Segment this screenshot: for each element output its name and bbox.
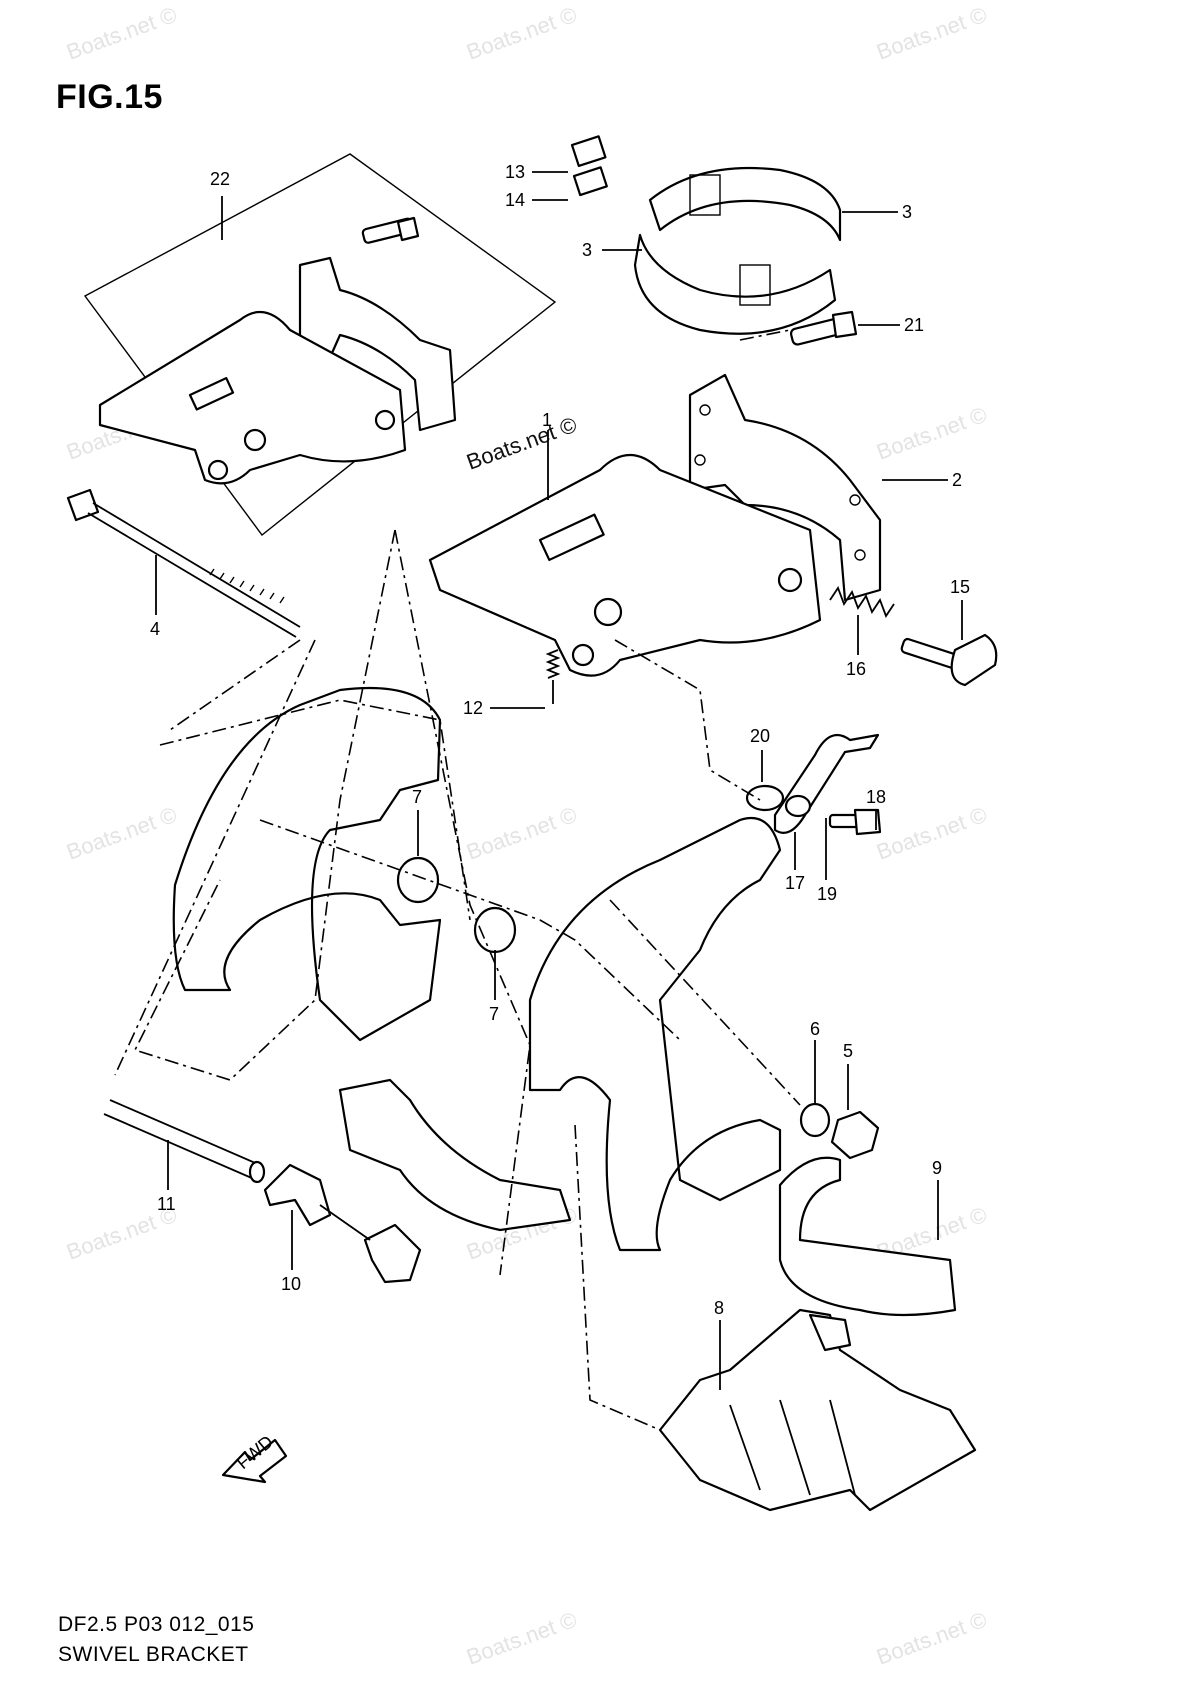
part-2-clamp-bracket bbox=[688, 373, 882, 602]
left-stern-bracket bbox=[172, 686, 442, 1042]
callout-13: 13 bbox=[505, 162, 525, 182]
watermark: Boats.net © bbox=[63, 802, 180, 865]
part-21-bolt bbox=[789, 310, 858, 346]
callout-22: 22 bbox=[210, 169, 230, 189]
bolt-hole bbox=[854, 549, 866, 561]
assembly-guide-lines bbox=[114, 329, 801, 1431]
callout-1: 1 bbox=[542, 410, 552, 430]
part-7-washer bbox=[396, 856, 440, 904]
bolt-hole bbox=[694, 454, 706, 466]
part-12-spring bbox=[545, 649, 561, 704]
part-3-bushing bbox=[633, 166, 842, 335]
watermark-primary: Boats.net © bbox=[463, 412, 580, 475]
callout-3-lower: 3 bbox=[582, 240, 592, 260]
bolt-hole bbox=[699, 404, 711, 416]
callout-4: 4 bbox=[150, 619, 160, 639]
diagram-name: SWIVEL BRACKET bbox=[58, 1643, 249, 1666]
transom-clamp-piece bbox=[338, 1078, 572, 1232]
callout-21: 21 bbox=[904, 315, 924, 335]
callout-3-upper: 3 bbox=[902, 202, 912, 222]
part-10-tilt-lock bbox=[263, 1163, 422, 1284]
callout-18: 18 bbox=[866, 787, 886, 807]
watermark: Boats.net © bbox=[463, 2, 580, 65]
callout-20: 20 bbox=[750, 726, 770, 746]
callout-7-lower: 7 bbox=[489, 1004, 499, 1024]
right-stern-bracket bbox=[528, 816, 782, 1252]
callout-17: 17 bbox=[785, 873, 805, 893]
part-20-ring bbox=[745, 784, 785, 812]
fwd-arrow-icon: FWD bbox=[221, 1431, 288, 1484]
part-15-thumb-screw bbox=[900, 633, 998, 687]
bolt-hole bbox=[849, 494, 861, 506]
callout-7-upper: 7 bbox=[412, 787, 422, 807]
part-4-long-bolt bbox=[66, 488, 301, 638]
callout-15: 15 bbox=[950, 577, 970, 597]
watermark: Boats.net © bbox=[63, 2, 180, 65]
watermark: Boats.net © bbox=[873, 1607, 990, 1670]
callout-6: 6 bbox=[810, 1019, 820, 1039]
callout-5: 5 bbox=[843, 1041, 853, 1061]
watermark: Boats.net © bbox=[873, 2, 990, 65]
callout-11: 11 bbox=[157, 1194, 176, 1214]
part-14-pad bbox=[572, 166, 608, 197]
callout-9: 9 bbox=[932, 1158, 942, 1178]
part-13-pad bbox=[570, 135, 607, 168]
callout-10: 10 bbox=[281, 1274, 301, 1294]
callout-labels: 22 13 14 3 3 21 1 2 15 16 4 12 20 18 17 … bbox=[150, 162, 970, 1318]
callout-12: 12 bbox=[463, 698, 483, 718]
callout-19: 19 bbox=[817, 884, 837, 904]
part-5-nut bbox=[830, 1110, 880, 1160]
part-9-rod-holder bbox=[778, 1156, 957, 1317]
watermark: Boats.net © bbox=[463, 802, 580, 865]
diagram-code: DF2.5 P03 012_015 bbox=[58, 1613, 255, 1636]
part-16-spring bbox=[829, 586, 895, 618]
part-19-washer bbox=[784, 794, 812, 818]
watermark: Boats.net © bbox=[873, 402, 990, 465]
part-1-swivel-case bbox=[428, 454, 822, 677]
figure-title: FIG.15 bbox=[56, 78, 163, 116]
part-6-washer bbox=[799, 1102, 831, 1138]
callout-16: 16 bbox=[846, 659, 866, 679]
callout-14: 14 bbox=[505, 190, 525, 210]
part-18-bolt bbox=[828, 808, 882, 836]
callout-2: 2 bbox=[952, 470, 962, 490]
part-22-assembly bbox=[83, 153, 557, 536]
callout-8: 8 bbox=[714, 1298, 724, 1318]
part-11-tilt-pin bbox=[103, 1099, 266, 1184]
watermark: Boats.net © bbox=[873, 802, 990, 865]
watermark: Boats.net © bbox=[463, 1607, 580, 1670]
part-8-bracket-mount bbox=[658, 1308, 977, 1512]
leader-lines bbox=[155, 171, 963, 1390]
